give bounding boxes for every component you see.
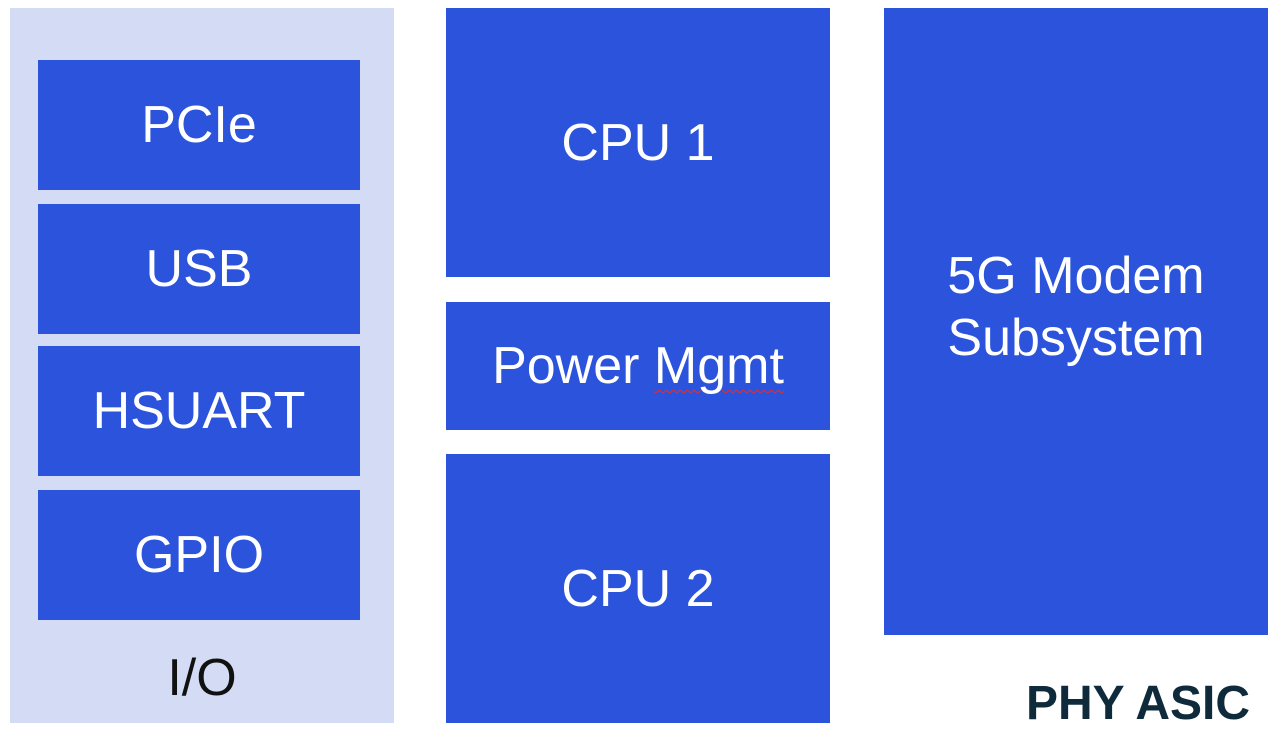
modem-subsystem-label: 5G Modem Subsystem bbox=[947, 245, 1204, 369]
hsuart-block: HSUART bbox=[38, 346, 360, 476]
pcie-block: PCIe bbox=[38, 60, 360, 190]
gpio-block: GPIO bbox=[38, 490, 360, 620]
gpio-label: GPIO bbox=[133, 526, 265, 584]
power-mgmt-label: Power Mgmt bbox=[492, 336, 784, 396]
modem-subsystem-block: 5G Modem Subsystem bbox=[884, 8, 1268, 635]
power-mgmt-suffix: Mgmt bbox=[653, 337, 784, 395]
phy-asic-label: PHY ASIC bbox=[1025, 677, 1250, 730]
cpu2-label: CPU 2 bbox=[561, 559, 715, 618]
power-mgmt-block: Power Mgmt bbox=[446, 302, 830, 430]
cpu1-label: CPU 1 bbox=[561, 113, 715, 172]
hsuart-label: HSUART bbox=[92, 382, 306, 440]
cpu2-block: CPU 2 bbox=[446, 454, 830, 723]
io-group-label: I/O bbox=[167, 649, 237, 707]
usb-block: USB bbox=[38, 204, 360, 334]
power-mgmt-prefix: Power bbox=[492, 337, 640, 395]
pcie-label: PCIe bbox=[141, 96, 257, 154]
io-group: PCIe USB HSUART GPIO I/O bbox=[10, 8, 394, 723]
modem-line2: Subsystem bbox=[947, 308, 1205, 367]
usb-label: USB bbox=[145, 240, 253, 298]
modem-line1: 5G Modem bbox=[947, 246, 1205, 305]
cpu1-block: CPU 1 bbox=[446, 8, 830, 277]
